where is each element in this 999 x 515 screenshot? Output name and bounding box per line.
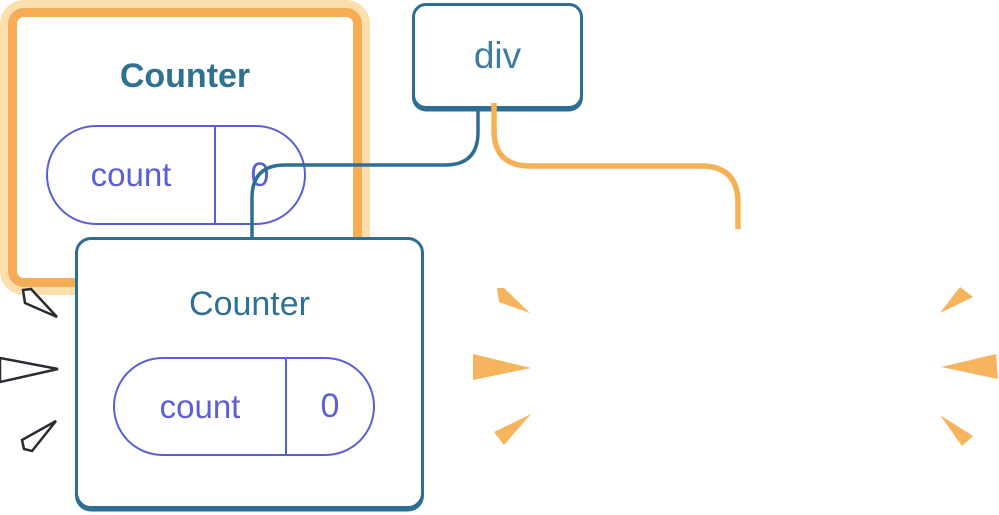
spark-icon [941, 354, 998, 379]
spark-icon [940, 287, 973, 313]
counter-left-title: Counter [189, 285, 310, 323]
root-node: div [412, 3, 583, 109]
spark-icon [497, 288, 530, 313]
counter-right-state-pill: count 0 [46, 125, 306, 225]
spark-icon [0, 356, 59, 384]
spark-icon [473, 354, 531, 380]
counter-card-right-inner: Counter count 0 [8, 8, 362, 287]
spark-icon [940, 415, 973, 446]
counter-left-state-key: count [115, 359, 287, 454]
root-node-label: div [473, 35, 522, 76]
edge-root-to-counter-right-halo [481, 102, 751, 220]
counter-card-left: Counter count 0 [75, 237, 424, 509]
spark-group-right-card-inner [473, 288, 531, 445]
counter-left-state-pill: count 0 [113, 357, 375, 456]
counter-right-state-key: count [48, 127, 216, 223]
counter-right-title: Counter [119, 57, 251, 95]
spark-icon [494, 414, 531, 445]
spark-group-right-card-outer [940, 287, 998, 446]
spark-icon [20, 419, 57, 453]
spark-group-left-card [0, 287, 59, 453]
counter-right-state-value: 0 [250, 155, 270, 194]
edge-root-to-counter-right [491, 103, 741, 229]
counter-left-state-value: 0 [320, 387, 340, 425]
